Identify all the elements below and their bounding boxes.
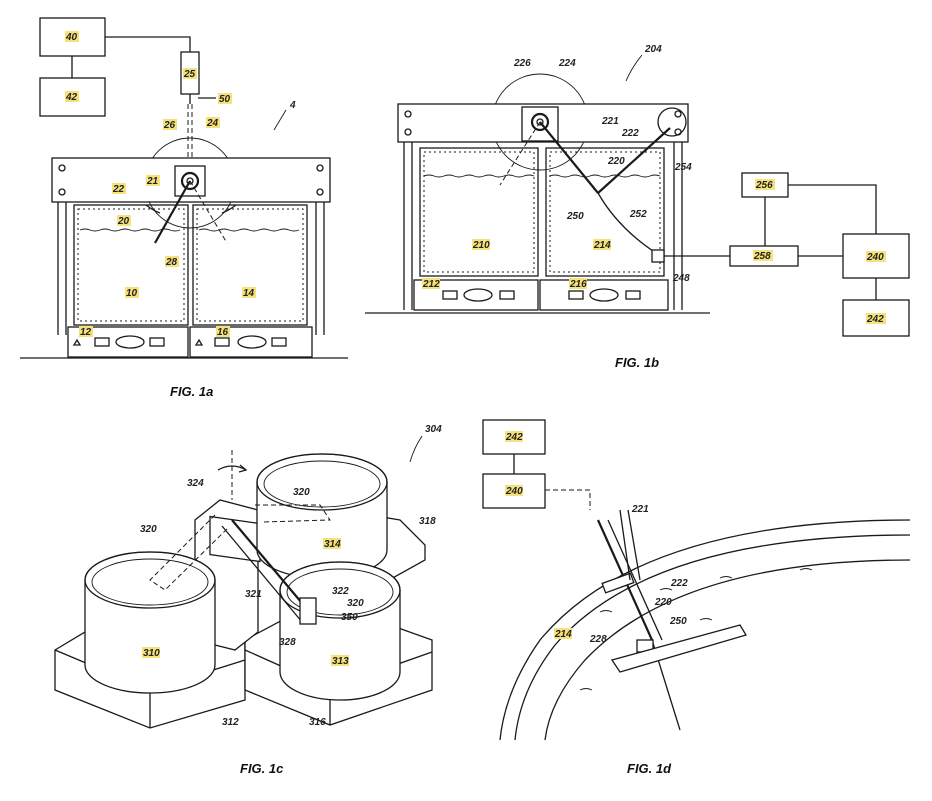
ref-50: 50: [219, 94, 231, 105]
ref-220-d: 220: [654, 597, 672, 608]
ref-322: 322: [332, 586, 349, 597]
ref-22: 22: [112, 184, 125, 195]
ref-42: 42: [65, 92, 78, 103]
caption-fig-1b: FIG. 1b: [615, 355, 659, 370]
ref-220: 220: [607, 156, 625, 167]
ref-14: 14: [243, 288, 255, 299]
ref-256: 256: [755, 180, 773, 191]
ref-254: 254: [674, 162, 692, 173]
fig-1d: 242 240 221 222 220 228 250 214 FIG. 1d: [482, 419, 911, 776]
ref-320c: 320: [347, 598, 364, 609]
ref-328: 328: [279, 637, 296, 648]
vessel-210: [419, 147, 539, 277]
ref-222: 222: [621, 128, 639, 139]
ref-224: 224: [558, 58, 576, 69]
ref-242-d: 242: [505, 432, 523, 443]
ref-350: 350: [341, 612, 358, 623]
ref-216: 216: [569, 279, 587, 290]
ref-250: 250: [566, 211, 584, 222]
ref-222-d: 222: [670, 578, 688, 589]
ref-28: 28: [165, 257, 178, 268]
ref-318: 318: [419, 516, 436, 527]
stir-plate-216: [539, 279, 669, 311]
ref-12: 12: [80, 327, 92, 338]
ref-324: 324: [187, 478, 204, 489]
ref-321: 321: [245, 589, 262, 600]
ref-313: 313: [332, 656, 349, 667]
ref-210: 210: [472, 240, 490, 251]
ref-25: 25: [183, 69, 196, 80]
ref-304: 304: [425, 424, 442, 435]
ref-242: 242: [866, 314, 884, 325]
ref-10: 10: [126, 288, 138, 299]
stir-plate-16: [189, 326, 313, 358]
ref-221-d: 221: [631, 504, 649, 515]
ref-312: 312: [222, 717, 239, 728]
ref-240-d: 240: [505, 486, 523, 497]
ref-310: 310: [143, 648, 160, 659]
ref-20: 20: [117, 216, 130, 227]
ref-204: 204: [644, 44, 662, 55]
ref-26: 26: [163, 120, 176, 131]
vessel-10: [73, 204, 189, 326]
ref-40: 40: [65, 32, 78, 43]
ref-214-d: 214: [554, 629, 572, 640]
ref-226: 226: [513, 58, 531, 69]
ref-16: 16: [217, 327, 229, 338]
ref-240: 240: [866, 252, 884, 263]
ref-212: 212: [422, 279, 440, 290]
ref-314: 314: [324, 539, 341, 550]
vessel-14: [192, 204, 308, 326]
ref-248: 248: [672, 273, 690, 284]
fig-1c: 304 324 320 320 320 318 314 321 322 350 …: [54, 424, 442, 776]
ref-228-d: 228: [589, 634, 607, 645]
ref-24: 24: [206, 118, 219, 129]
caption-fig-1a: FIG. 1a: [170, 384, 213, 399]
fig-1a: 40 42 25 50 4 26 24 21 22 20 28 10 14 12…: [20, 17, 348, 399]
ref-320b: 320: [293, 487, 310, 498]
ref-4: 4: [289, 100, 296, 111]
vessel-214: [545, 147, 665, 277]
ref-316: 316: [309, 717, 326, 728]
ref-252: 252: [629, 209, 647, 220]
ref-320a: 320: [140, 524, 157, 535]
ref-258: 258: [753, 251, 771, 262]
ref-221: 221: [601, 116, 619, 127]
ref-250-d: 250: [669, 616, 687, 627]
caption-fig-1d: FIG. 1d: [627, 761, 672, 776]
caption-fig-1c: FIG. 1c: [240, 761, 284, 776]
fig-1b: 204 226 224 221 222 220 254 250 252 210 …: [365, 44, 910, 370]
ref-214: 214: [593, 240, 611, 251]
ref-21: 21: [146, 176, 159, 187]
